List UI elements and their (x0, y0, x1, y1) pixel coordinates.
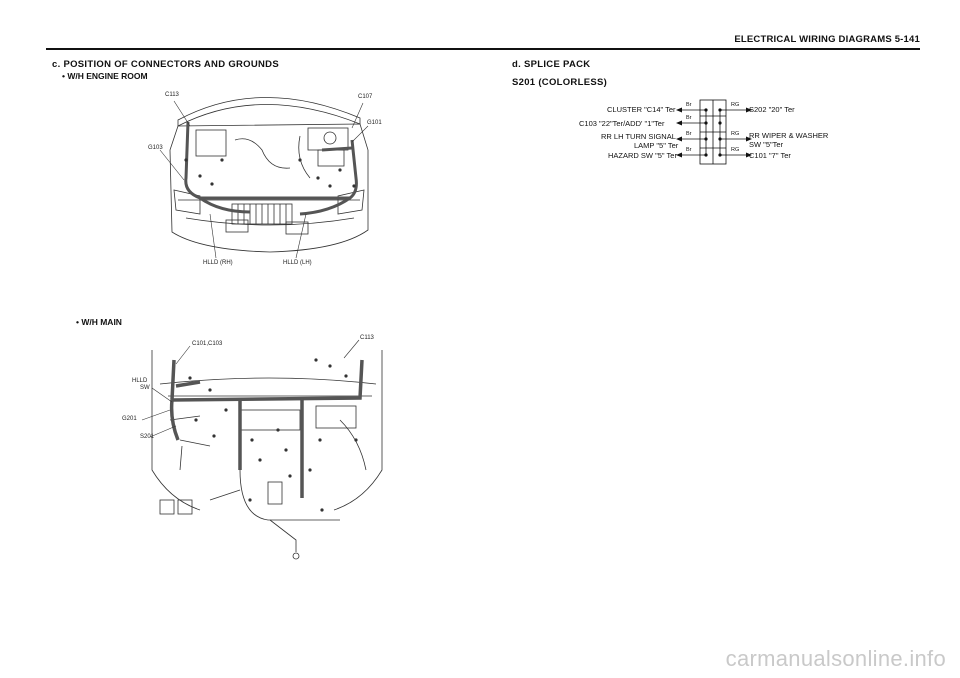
wire-code-rg-2: RG (731, 131, 740, 137)
splice-label-c103: C103 "22"Ter/ADD' "1"Ter (579, 119, 665, 128)
section-title-connectors: c. POSITION OF CONNECTORS AND GROUNDS (52, 59, 279, 70)
wire-code-br-3: Br (686, 131, 692, 137)
wire-code-br-2: Br (686, 115, 692, 121)
callout-g101: G101 (367, 120, 382, 126)
splice-label-rr-lh-lamp: LAMP "5" Ter (634, 141, 679, 150)
callout-hlld-sw: SW (140, 385, 150, 391)
splice-label-cluster: CLUSTER "C14" Ter (607, 105, 676, 114)
splice-subtitle: S201 (COLORLESS) (512, 77, 608, 88)
callout-hlld-lh: HLLD (LH) (283, 260, 312, 266)
callout-c107: C107 (358, 94, 373, 100)
callout-hlld-rh: HLLD (RH) (203, 260, 233, 266)
wire-code-br-1: Br (686, 102, 692, 108)
page-title: ELECTRICAL WIRING DIAGRAMS 5-141 (734, 34, 920, 45)
callout-g103: G103 (148, 145, 163, 151)
watermark: carmanualsonline.info (725, 646, 946, 671)
callout-hlld: HLLD (132, 378, 148, 384)
callout-c101-c103: C101,C103 (192, 341, 223, 347)
callout-s201: S201 (140, 434, 155, 440)
wire-code-rg-1: RG (731, 102, 740, 108)
callout-c113-main: C113 (360, 335, 374, 341)
splice-label-rr-wiper-sw: SW "5"Ter (749, 140, 784, 149)
splice-label-c101: C101 "7" Ter (749, 151, 791, 160)
splice-label-s202: S202 "20" Ter (749, 105, 795, 114)
wire-code-rg-3: RG (731, 147, 740, 153)
splice-label-rr-lh-turn: RR LH TURN SIGNAL (601, 132, 676, 141)
callout-g201: G201 (122, 416, 137, 422)
wire-code-br-4: Br (686, 147, 692, 153)
splice-label-rr-wiper: RR WIPER & WASHER (749, 131, 829, 140)
page-header: ELECTRICAL WIRING DIAGRAMS 5-141 (46, 34, 920, 50)
bullet-main: • W/H MAIN (76, 317, 122, 327)
callout-c113-engine: C113 (165, 92, 179, 98)
bullet-engine-room: • W/H ENGINE ROOM (62, 71, 148, 81)
section-title-splice-pack: d. SPLICE PACK (512, 59, 591, 70)
splice-label-hazard: HAZARD SW "5" Ter (608, 151, 677, 160)
